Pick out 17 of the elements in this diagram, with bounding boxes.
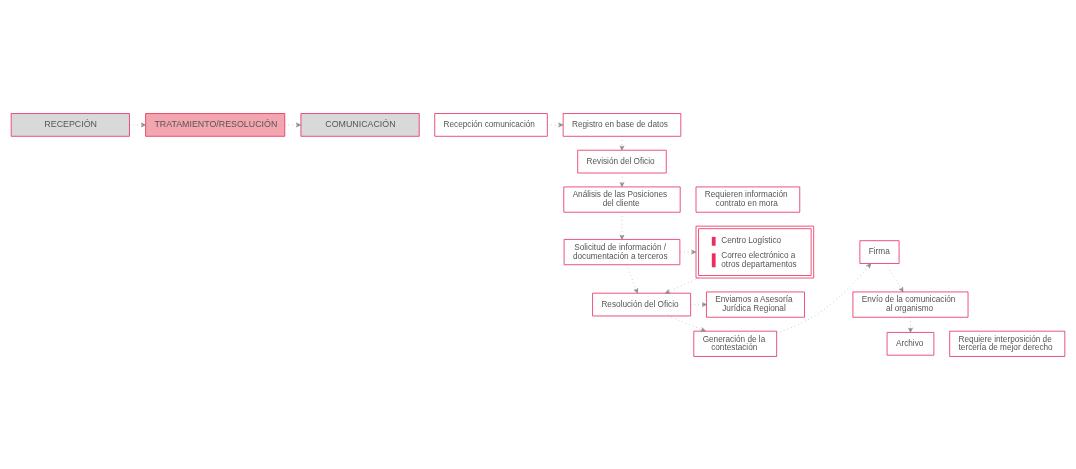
arrow bbox=[547, 122, 564, 127]
arrow bbox=[667, 315, 706, 332]
arrow bbox=[619, 172, 625, 187]
arrow bbox=[284, 122, 301, 127]
arrow bbox=[885, 262, 904, 292]
arrow bbox=[626, 264, 639, 293]
arrow bbox=[665, 277, 700, 293]
arrow bbox=[690, 301, 707, 307]
arrow bbox=[619, 211, 625, 240]
arrow bbox=[619, 135, 625, 151]
arrow bbox=[679, 249, 697, 254]
arrow bbox=[776, 262, 872, 333]
arrow bbox=[129, 122, 146, 127]
node-box: TRATAMIENTO/RESOLUCIÓN bbox=[145, 112, 286, 137]
node-box: RECEPCIÓN bbox=[10, 112, 130, 137]
arrow bbox=[908, 316, 913, 333]
node-box: COMUNICACIÓN bbox=[300, 112, 420, 137]
